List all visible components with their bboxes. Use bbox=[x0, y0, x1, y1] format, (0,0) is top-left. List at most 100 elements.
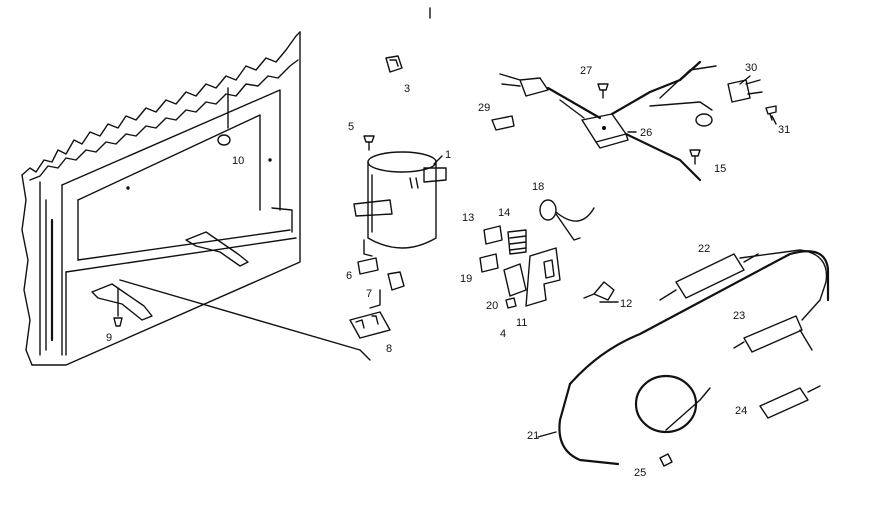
ragged-top-inner bbox=[29, 59, 299, 181]
compressor-foot-right bbox=[423, 167, 447, 183]
plug-head bbox=[519, 77, 549, 97]
screw-15 bbox=[689, 149, 701, 165]
capacitor-18 bbox=[539, 199, 595, 241]
callout-4: 4 bbox=[500, 328, 506, 340]
cabinet-housing bbox=[21, 31, 371, 366]
heater-22-body bbox=[675, 253, 745, 299]
coil-14-body bbox=[507, 229, 527, 255]
heater-loop-lower bbox=[558, 382, 620, 466]
callout-3: 3 bbox=[404, 83, 410, 95]
sensor-24 bbox=[759, 385, 821, 419]
heater-loop-upper bbox=[568, 250, 830, 386]
clip-4-body bbox=[505, 297, 517, 309]
thermostat-23-lead bbox=[739, 249, 828, 351]
screw-head bbox=[689, 149, 701, 157]
callout-29: 29 bbox=[478, 102, 490, 114]
leader-1 bbox=[433, 155, 443, 165]
callout-22: 22 bbox=[698, 243, 710, 255]
screw-head bbox=[597, 83, 609, 91]
cover-8-detail bbox=[355, 315, 379, 329]
ragged-left-edge bbox=[21, 174, 33, 366]
cover-11 bbox=[525, 247, 561, 307]
cord-main bbox=[546, 86, 602, 120]
capacitor-18-lead-2 bbox=[555, 213, 581, 241]
screw-9 bbox=[113, 317, 123, 327]
opening-back-bottom bbox=[77, 229, 291, 261]
capacitor-18-body bbox=[539, 199, 557, 221]
callout-6: 6 bbox=[346, 270, 352, 282]
switch-30 bbox=[727, 79, 763, 103]
callout-8: 8 bbox=[386, 343, 392, 355]
wire-harness bbox=[499, 60, 717, 182]
compressor bbox=[353, 151, 447, 257]
compressor-base bbox=[363, 239, 373, 257]
screw-dot bbox=[126, 186, 130, 190]
callout-19: 19 bbox=[460, 273, 472, 285]
relay-7-body bbox=[387, 271, 405, 291]
cover-8-body bbox=[349, 311, 391, 339]
switch-30-body bbox=[727, 79, 751, 103]
coil-14 bbox=[507, 229, 527, 255]
callout-leaders bbox=[433, 75, 777, 438]
clip-13 bbox=[483, 225, 503, 245]
screw-27 bbox=[597, 83, 609, 99]
capillary-coil bbox=[634, 374, 698, 434]
mount-bracket-front bbox=[91, 283, 153, 321]
harness-upper bbox=[610, 60, 702, 116]
harness-lead-1 bbox=[659, 65, 717, 99]
switch-30-leads bbox=[745, 79, 763, 95]
cover-11-body bbox=[525, 247, 561, 307]
callout-15: 15 bbox=[714, 163, 726, 175]
bracket-12-body bbox=[593, 281, 615, 301]
ragged-top-edge bbox=[21, 31, 301, 176]
opening-back-top bbox=[77, 114, 261, 211]
cover-8 bbox=[349, 311, 391, 339]
callout-7: 7 bbox=[366, 288, 372, 300]
callout-25: 25 bbox=[634, 467, 646, 479]
leader-30 bbox=[739, 75, 751, 85]
screw-head bbox=[363, 135, 375, 143]
callout-18: 18 bbox=[532, 181, 544, 193]
heater-22-ends bbox=[659, 253, 759, 301]
callout-26: 26 bbox=[640, 127, 652, 139]
junction-box-side bbox=[595, 133, 629, 149]
compressor-foot-left bbox=[353, 199, 393, 217]
callout-30: 30 bbox=[745, 62, 757, 74]
cover-11-window bbox=[543, 259, 555, 279]
capacitor-20 bbox=[503, 263, 527, 297]
corner-bracket bbox=[271, 207, 293, 233]
junction-screw bbox=[601, 125, 607, 131]
mount-bracket-back bbox=[185, 231, 249, 267]
callout-24: 24 bbox=[735, 405, 747, 417]
leader-line-8 bbox=[119, 279, 361, 351]
compressor-terminal bbox=[409, 177, 419, 189]
clip-25 bbox=[659, 453, 673, 467]
thermostat-23-tip bbox=[733, 341, 745, 349]
callout-13: 13 bbox=[462, 212, 474, 224]
thermostat-23 bbox=[733, 249, 828, 353]
compressor-top bbox=[367, 151, 437, 173]
clip-29-body bbox=[491, 115, 515, 131]
clip-4 bbox=[505, 297, 517, 309]
bracket-12-tab bbox=[583, 293, 595, 299]
relay-7-wire bbox=[369, 289, 381, 309]
frame-right-bottom bbox=[31, 31, 301, 366]
callout-14: 14 bbox=[498, 207, 510, 219]
callout-31: 31 bbox=[778, 124, 790, 136]
leader-21 bbox=[537, 431, 557, 438]
capacitor-18-lead bbox=[555, 207, 595, 222]
callout-11: 11 bbox=[516, 317, 527, 329]
callout-5: 5 bbox=[348, 121, 354, 133]
heater-loop-21 bbox=[558, 250, 830, 466]
bracket-6 bbox=[357, 257, 379, 275]
plug-prongs bbox=[499, 73, 521, 87]
bracket-12 bbox=[583, 281, 615, 301]
sensor-24-tip bbox=[807, 385, 821, 393]
clip-13-body bbox=[483, 225, 503, 245]
harness-lead-2 bbox=[649, 101, 713, 111]
relay-7 bbox=[369, 271, 405, 309]
grommet-10 bbox=[217, 134, 231, 146]
clip-body bbox=[385, 55, 403, 73]
clip-19 bbox=[479, 253, 499, 273]
